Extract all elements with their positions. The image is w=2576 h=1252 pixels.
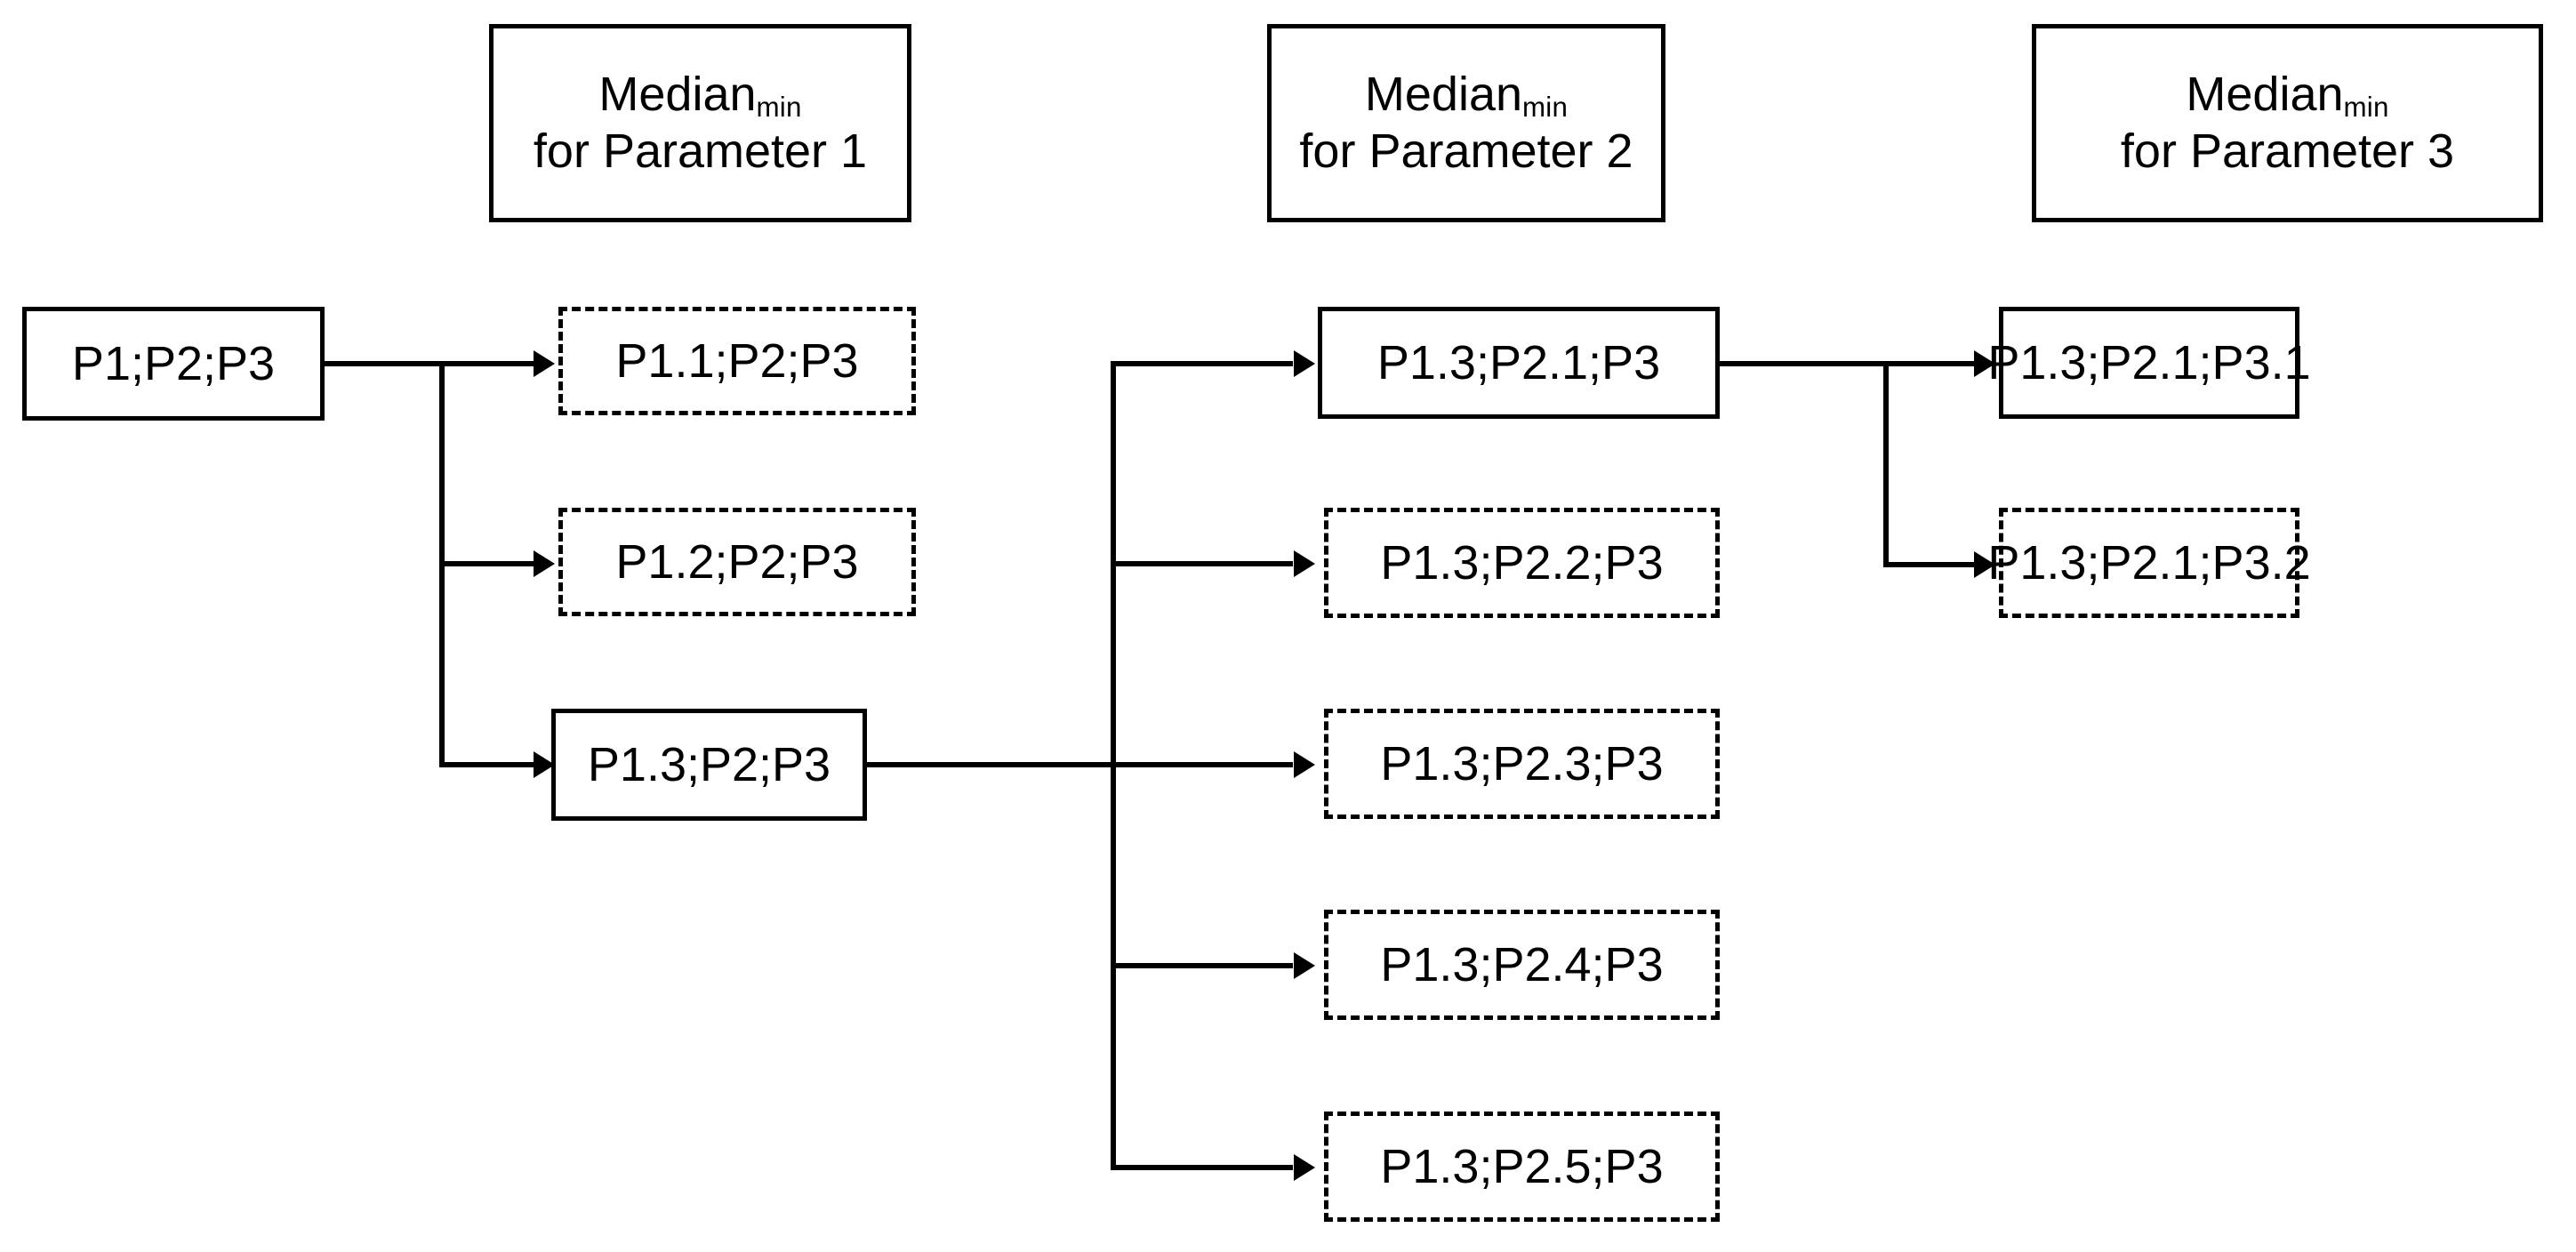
header-2-line-1: Medianmin — [1364, 67, 1569, 123]
connector-col1-branch-1 — [439, 361, 537, 366]
node-p2-1[interactable]: P1.3;P2.1;P3 — [1318, 307, 1720, 419]
arrowhead-col2-branch-5 — [1294, 1154, 1315, 1181]
header-3-line-1: Medianmin — [2186, 67, 2389, 123]
connector-col2-branch-4 — [1111, 963, 1293, 968]
connector-col3-spine — [1883, 361, 1889, 567]
header-2-line-2: for Parameter 2 — [1299, 124, 1633, 178]
arrowhead-col1-branch-2 — [534, 550, 555, 577]
connector-p2-1-stub — [1720, 361, 1889, 366]
header-1-line-2: for Parameter 1 — [533, 124, 868, 178]
connector-col3-branch-1 — [1883, 361, 1977, 366]
connector-col1-branch-3 — [439, 762, 537, 767]
arrowhead-col2-branch-4 — [1294, 952, 1315, 979]
node-p3-1[interactable]: P1.3;P2.1;P3.1 — [1987, 307, 2311, 419]
header-3-line-2: for Parameter 3 — [2120, 124, 2455, 178]
node-p2-3[interactable]: P1.3;P2.3;P3 — [1324, 709, 1720, 819]
node-p2-5[interactable]: P1.3;P2.5;P3 — [1324, 1112, 1720, 1222]
arrowhead-col2-branch-3 — [1294, 751, 1315, 778]
connector-col2-branch-5 — [1111, 1165, 1293, 1170]
connector-col2-branch-3 — [1111, 762, 1293, 767]
node-p1-2[interactable]: P1.2;P2;P3 — [558, 508, 916, 616]
node-p1-3[interactable]: P1.3;P2;P3 — [551, 709, 867, 821]
arrowhead-col2-branch-1 — [1294, 350, 1315, 377]
connector-p1-3-stub — [867, 762, 1116, 767]
node-p1-1[interactable]: P1.1;P2;P3 — [558, 307, 916, 415]
connector-col1-branch-2 — [439, 561, 537, 566]
connector-col2-branch-2 — [1111, 561, 1293, 566]
node-p2-2[interactable]: P1.3;P2.2;P3 — [1324, 508, 1720, 618]
arrowhead-col1-branch-1 — [534, 350, 555, 377]
header-1-line-1: Medianmin — [598, 67, 802, 123]
connector-col3-branch-2 — [1883, 562, 1977, 567]
arrowhead-col3-branch-1 — [1974, 350, 1995, 377]
node-root[interactable]: P1;P2;P3 — [22, 307, 325, 421]
header-box-parameter-1: Medianmin for Parameter 1 — [489, 24, 911, 222]
connector-col2-branch-1 — [1111, 361, 1293, 366]
arrowhead-col2-branch-2 — [1294, 550, 1315, 577]
header-box-parameter-2: Medianmin for Parameter 2 — [1267, 24, 1665, 222]
header-box-parameter-3: Medianmin for Parameter 3 — [2032, 24, 2543, 222]
node-p2-4[interactable]: P1.3;P2.4;P3 — [1324, 910, 1720, 1020]
arrowhead-col3-branch-2 — [1974, 551, 1995, 578]
node-p3-2[interactable]: P1.3;P2.1;P3.2 — [1987, 508, 2311, 618]
connector-root-stub — [325, 361, 445, 366]
